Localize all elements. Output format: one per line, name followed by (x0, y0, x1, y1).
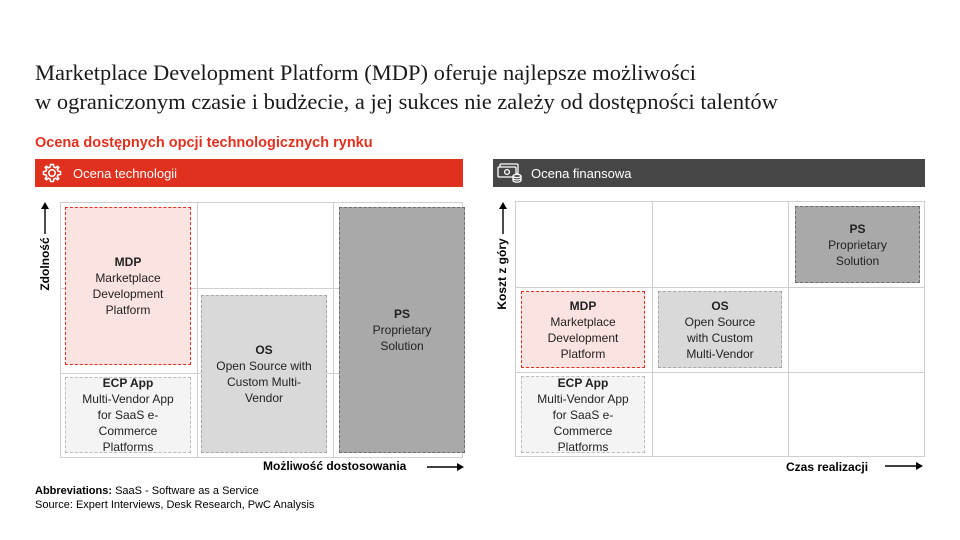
ecp-line: for SaaS e- (552, 407, 614, 422)
gear-icon (39, 162, 65, 184)
y-axis-label-right: Koszt z góry (495, 238, 509, 310)
ecp-box-fin: ECP App Multi-Vendor App for SaaS e- Com… (521, 375, 645, 454)
ps-box-tech: PS Proprietary Solution (339, 207, 465, 453)
ecp-line: Platforms (102, 440, 154, 454)
os-line: Open Source (684, 314, 756, 329)
ps-line: Proprietary (372, 323, 432, 337)
x-axis-arrow-right (885, 462, 923, 470)
ecp-line: Commerce (553, 423, 613, 438)
ecp-line: Commerce (98, 424, 158, 438)
y-axis-label-left: Zdolność (38, 237, 52, 291)
ecp-box-tech: ECP App Multi-Vendor App for SaaS e- Com… (65, 376, 191, 454)
os-title: OS (711, 298, 729, 313)
title-line-1: Marketplace Development Platform (MDP) o… (35, 60, 697, 85)
ps-line: Solution (835, 253, 880, 268)
financial-assessment-label: Ocena finansowa (531, 165, 632, 181)
ps-line: Proprietary (828, 237, 887, 252)
mdp-title: MDP (569, 298, 597, 313)
source-note: Source: Expert Interviews, Desk Research… (35, 498, 315, 511)
abbreviations-label: Abbreviations: (35, 485, 113, 497)
ecp-line: Multi-Vendor App (82, 392, 174, 406)
ecp-title: ECP App (102, 376, 154, 390)
ecp-line: Platforms (557, 439, 609, 454)
os-box-fin: OS Open Source with Custom Multi-Vendor (658, 291, 782, 368)
ps-title: PS (393, 307, 410, 321)
mdp-title: MDP (114, 255, 142, 269)
os-title: OS (255, 343, 273, 357)
ecp-title: ECP App (557, 375, 609, 390)
os-line: Multi-Vendor (686, 346, 754, 361)
os-line: Vendor (244, 391, 284, 405)
y-axis-arrow-right (499, 202, 507, 234)
x-axis-label-left: Możliwość dostosowania (263, 459, 407, 473)
financial-grid (515, 201, 925, 457)
mdp-line: Platform (560, 346, 606, 361)
page-title: Marketplace Development Platform (MDP) o… (35, 58, 935, 116)
title-line-2: w ograniczonym czasie i budżecie, a jej … (35, 89, 778, 114)
x-axis-arrow-left (427, 463, 464, 471)
technology-assessment-header: Ocena technologii (35, 159, 463, 187)
os-box-tech: OS Open Source with Custom Multi- Vendor (201, 295, 327, 453)
mdp-box-tech: MDP Marketplace Development Platform (65, 207, 191, 365)
mdp-box-fin: MDP Marketplace Development Platform (521, 291, 645, 368)
money-icon (497, 162, 523, 184)
ps-title: PS (849, 221, 866, 236)
abbreviations-text: SaaS - Software as a Service (115, 485, 259, 497)
mdp-line: Marketplace (95, 271, 161, 285)
footnote: Abbreviations: SaaS - Software as a Serv… (35, 485, 314, 512)
mdp-line: Marketplace (550, 314, 616, 329)
mdp-line: Development (547, 330, 619, 345)
section-subtitle: Ocena dostępnych opcji technologicznych … (35, 135, 373, 151)
x-axis-label-right: Czas realizacji (786, 460, 869, 474)
financial-assessment-header: Ocena finansowa (493, 159, 925, 187)
os-line: with Custom (686, 330, 754, 345)
os-line: Open Source with (216, 359, 312, 373)
ps-box-fin: PS Proprietary Solution (795, 206, 920, 283)
abbreviations-note: Abbreviations: SaaS - Software as a Serv… (35, 485, 314, 499)
mdp-line: Platform (105, 303, 151, 317)
mdp-line: Development (92, 287, 164, 301)
ps-line: Solution (380, 339, 424, 353)
os-line: Custom Multi- (226, 375, 301, 389)
ecp-line: Multi-Vendor App (537, 391, 629, 406)
y-axis-arrow-left (41, 202, 49, 234)
ecp-line: for SaaS e- (97, 408, 159, 422)
technology-assessment-label: Ocena technologii (73, 165, 178, 181)
